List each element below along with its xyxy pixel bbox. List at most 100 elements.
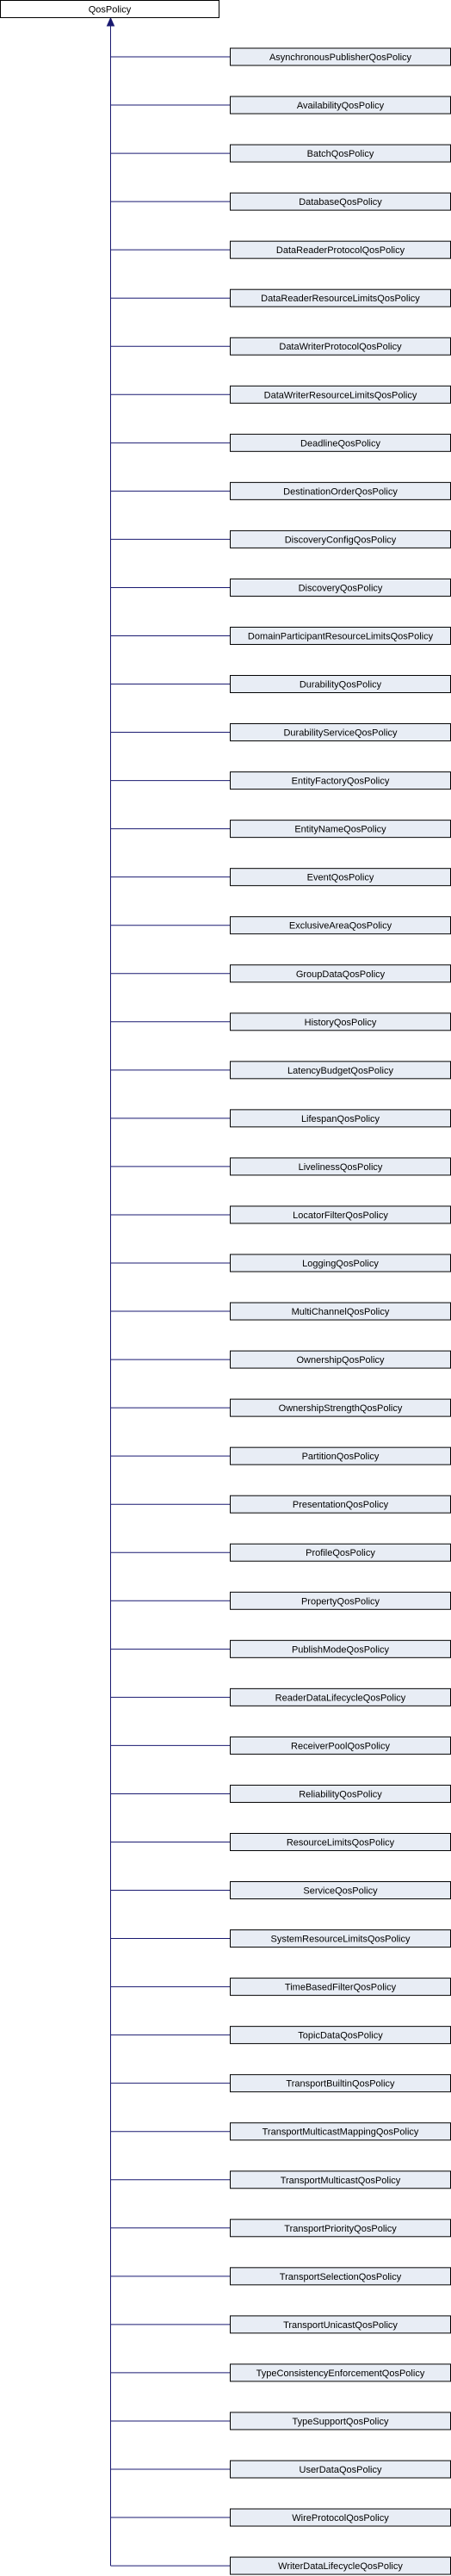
class-node-wire-protocol-qos-policy[interactable]: WireProtocolQosPolicy (230, 2508, 451, 2527)
class-label: MultiChannelQosPolicy (292, 1307, 390, 1317)
class-node-transport-priority-qos-policy[interactable]: TransportPriorityQosPolicy (230, 2219, 451, 2238)
class-label: OwnershipQosPolicy (296, 1355, 385, 1365)
class-node-destination-order-qos-policy[interactable]: DestinationOrderQosPolicy (230, 481, 451, 500)
class-label: PublishModeQosPolicy (292, 1644, 390, 1655)
class-label: ProfileQosPolicy (306, 1548, 375, 1558)
class-node-domain-participant-resource-limits-qos-policy[interactable]: DomainParticipantResourceLimitsQosPolicy (230, 626, 451, 645)
class-node-profile-qos-policy[interactable]: ProfileQosPolicy (230, 1543, 451, 1562)
class-label: AvailabilityQosPolicy (297, 101, 385, 111)
class-node-latency-budget-qos-policy[interactable]: LatencyBudgetQosPolicy (230, 1061, 451, 1080)
class-node-event-qos-policy[interactable]: EventQosPolicy (230, 868, 451, 887)
class-label: LifespanQosPolicy (301, 1114, 380, 1124)
base-class-node[interactable]: QosPolicy (0, 0, 219, 18)
class-node-transport-multicast-mapping-qos-policy[interactable]: TransportMulticastMappingQosPolicy (230, 2122, 451, 2141)
class-node-transport-multicast-qos-policy[interactable]: TransportMulticastQosPolicy (230, 2170, 451, 2189)
class-label: PropertyQosPolicy (301, 1596, 380, 1607)
class-node-resource-limits-qos-policy[interactable]: ResourceLimitsQosPolicy (230, 1832, 451, 1851)
class-label: WriterDataLifecycleQosPolicy (278, 2561, 403, 2572)
class-node-group-data-qos-policy[interactable]: GroupDataQosPolicy (230, 964, 451, 983)
base-class-box (0, 0, 219, 18)
class-label: TransportMulticastMappingQosPolicy (263, 2127, 419, 2138)
class-label: SystemResourceLimitsQosPolicy (271, 1935, 411, 1945)
class-node-data-writer-protocol-qos-policy[interactable]: DataWriterProtocolQosPolicy (230, 337, 451, 356)
class-label: ExclusiveAreaQosPolicy (289, 921, 392, 932)
class-node-transport-builtin-qos-policy[interactable]: TransportBuiltinQosPolicy (230, 2074, 451, 2093)
class-label: DataReaderResourceLimitsQosPolicy (261, 294, 420, 304)
class-node-deadline-qos-policy[interactable]: DeadlineQosPolicy (230, 433, 451, 452)
class-label: LocatorFilterQosPolicy (293, 1211, 388, 1221)
class-node-durability-service-qos-policy[interactable]: DurabilityServiceQosPolicy (230, 723, 451, 742)
class-node-transport-unicast-qos-policy[interactable]: TransportUnicastQosPolicy (230, 2315, 451, 2334)
class-node-property-qos-policy[interactable]: PropertyQosPolicy (230, 1591, 451, 1610)
class-label: EntityNameQosPolicy (294, 825, 386, 835)
class-node-topic-data-qos-policy[interactable]: TopicDataQosPolicy (230, 2026, 451, 2045)
class-label: DestinationOrderQosPolicy (283, 486, 398, 497)
class-node-data-reader-protocol-qos-policy[interactable]: DataReaderProtocolQosPolicy (230, 240, 451, 259)
class-node-exclusive-area-qos-policy[interactable]: ExclusiveAreaQosPolicy (230, 916, 451, 935)
class-node-discovery-config-qos-policy[interactable]: DiscoveryConfigQosPolicy (230, 529, 451, 548)
class-node-receiver-pool-qos-policy[interactable]: ReceiverPoolQosPolicy (230, 1736, 451, 1755)
class-label: TransportMulticastQosPolicy (281, 2176, 401, 2186)
class-label: DiscoveryConfigQosPolicy (285, 535, 397, 545)
class-node-entity-factory-qos-policy[interactable]: EntityFactoryQosPolicy (230, 771, 451, 790)
base-class-label: QosPolicy (89, 5, 132, 15)
class-node-ownership-qos-policy[interactable]: OwnershipQosPolicy (230, 1350, 451, 1369)
class-label: DataWriterResourceLimitsQosPolicy (264, 390, 417, 400)
class-node-locator-filter-qos-policy[interactable]: LocatorFilterQosPolicy (230, 1205, 451, 1224)
class-label: OwnershipStrengthQosPolicy (279, 1403, 403, 1414)
class-node-presentation-qos-policy[interactable]: PresentationQosPolicy (230, 1495, 451, 1514)
class-label: TimeBasedFilterQosPolicy (285, 1983, 397, 1993)
class-label: UserDataQosPolicy (300, 2465, 382, 2475)
class-node-logging-qos-policy[interactable]: LoggingQosPolicy (230, 1254, 451, 1273)
class-label: TypeSupportQosPolicy (293, 2417, 389, 2427)
class-node-publish-mode-qos-policy[interactable]: PublishModeQosPolicy (230, 1639, 451, 1658)
class-label: PresentationQosPolicy (293, 1500, 389, 1510)
class-label: EventQosPolicy (307, 873, 374, 883)
class-node-availability-qos-policy[interactable]: AvailabilityQosPolicy (230, 96, 451, 115)
class-label: PartitionQosPolicy (302, 1452, 380, 1462)
class-node-discovery-qos-policy[interactable]: DiscoveryQosPolicy (230, 578, 451, 597)
class-label: ResourceLimitsQosPolicy (287, 1837, 395, 1848)
class-node-system-resource-limits-qos-policy[interactable]: SystemResourceLimitsQosPolicy (230, 1929, 451, 1948)
class-node-partition-qos-policy[interactable]: PartitionQosPolicy (230, 1446, 451, 1465)
class-node-data-writer-resource-limits-qos-policy[interactable]: DataWriterResourceLimitsQosPolicy (230, 385, 451, 404)
class-label: ReceiverPoolQosPolicy (291, 1741, 390, 1751)
class-label: BatchQosPolicy (307, 149, 374, 159)
class-label: DataWriterProtocolQosPolicy (279, 342, 402, 352)
class-label: LatencyBudgetQosPolicy (287, 1066, 393, 1076)
class-label: DatabaseQosPolicy (299, 197, 382, 207)
class-label: DiscoveryQosPolicy (299, 583, 383, 593)
class-node-durability-qos-policy[interactable]: DurabilityQosPolicy (230, 675, 451, 694)
class-node-user-data-qos-policy[interactable]: UserDataQosPolicy (230, 2460, 451, 2479)
class-node-database-qos-policy[interactable]: DatabaseQosPolicy (230, 192, 451, 211)
class-label: TransportSelectionQosPolicy (280, 2272, 402, 2282)
class-node-reliability-qos-policy[interactable]: ReliabilityQosPolicy (230, 1784, 451, 1803)
inheritance-arrowhead (106, 16, 115, 27)
class-node-multi-channel-qos-policy[interactable]: MultiChannelQosPolicy (230, 1302, 451, 1321)
class-node-transport-selection-qos-policy[interactable]: TransportSelectionQosPolicy (230, 2267, 451, 2286)
class-node-writer-data-lifecycle-qos-policy[interactable]: WriterDataLifecycleQosPolicy (230, 2556, 451, 2575)
class-label: LoggingQosPolicy (302, 1259, 379, 1269)
class-node-liveliness-qos-policy[interactable]: LivelinessQosPolicy (230, 1157, 451, 1176)
class-node-service-qos-policy[interactable]: ServiceQosPolicy (230, 1881, 451, 1900)
class-node-type-support-qos-policy[interactable]: TypeSupportQosPolicy (230, 2412, 451, 2430)
class-label: HistoryQosPolicy (305, 1018, 377, 1028)
class-node-reader-data-lifecycle-qos-policy[interactable]: ReaderDataLifecycleQosPolicy (230, 1687, 451, 1706)
class-node-history-qos-policy[interactable]: HistoryQosPolicy (230, 1012, 451, 1031)
class-node-batch-qos-policy[interactable]: BatchQosPolicy (230, 144, 451, 163)
class-label: DomainParticipantResourceLimitsQosPolicy (248, 631, 434, 641)
class-label: ReliabilityQosPolicy (299, 1789, 382, 1799)
class-node-type-consistency-enforcement-qos-policy[interactable]: TypeConsistencyEnforcementQosPolicy (230, 2363, 451, 2382)
class-node-time-based-filter-qos-policy[interactable]: TimeBasedFilterQosPolicy (230, 1978, 451, 1997)
class-node-entity-name-qos-policy[interactable]: EntityNameQosPolicy (230, 820, 451, 839)
class-node-ownership-strength-qos-policy[interactable]: OwnershipStrengthQosPolicy (230, 1398, 451, 1417)
class-node-lifespan-qos-policy[interactable]: LifespanQosPolicy (230, 1109, 451, 1128)
class-node-data-reader-resource-limits-qos-policy[interactable]: DataReaderResourceLimitsQosPolicy (230, 288, 451, 307)
class-label: GroupDataQosPolicy (296, 969, 386, 980)
class-label: DeadlineQosPolicy (300, 438, 380, 449)
class-label: AsynchronousPublisherQosPolicy (269, 53, 412, 63)
class-node-asynchronous-publisher-qos-policy[interactable]: AsynchronousPublisherQosPolicy (230, 47, 451, 66)
class-label: WireProtocolQosPolicy (292, 2513, 389, 2523)
class-label: TopicDataQosPolicy (298, 2031, 383, 2041)
